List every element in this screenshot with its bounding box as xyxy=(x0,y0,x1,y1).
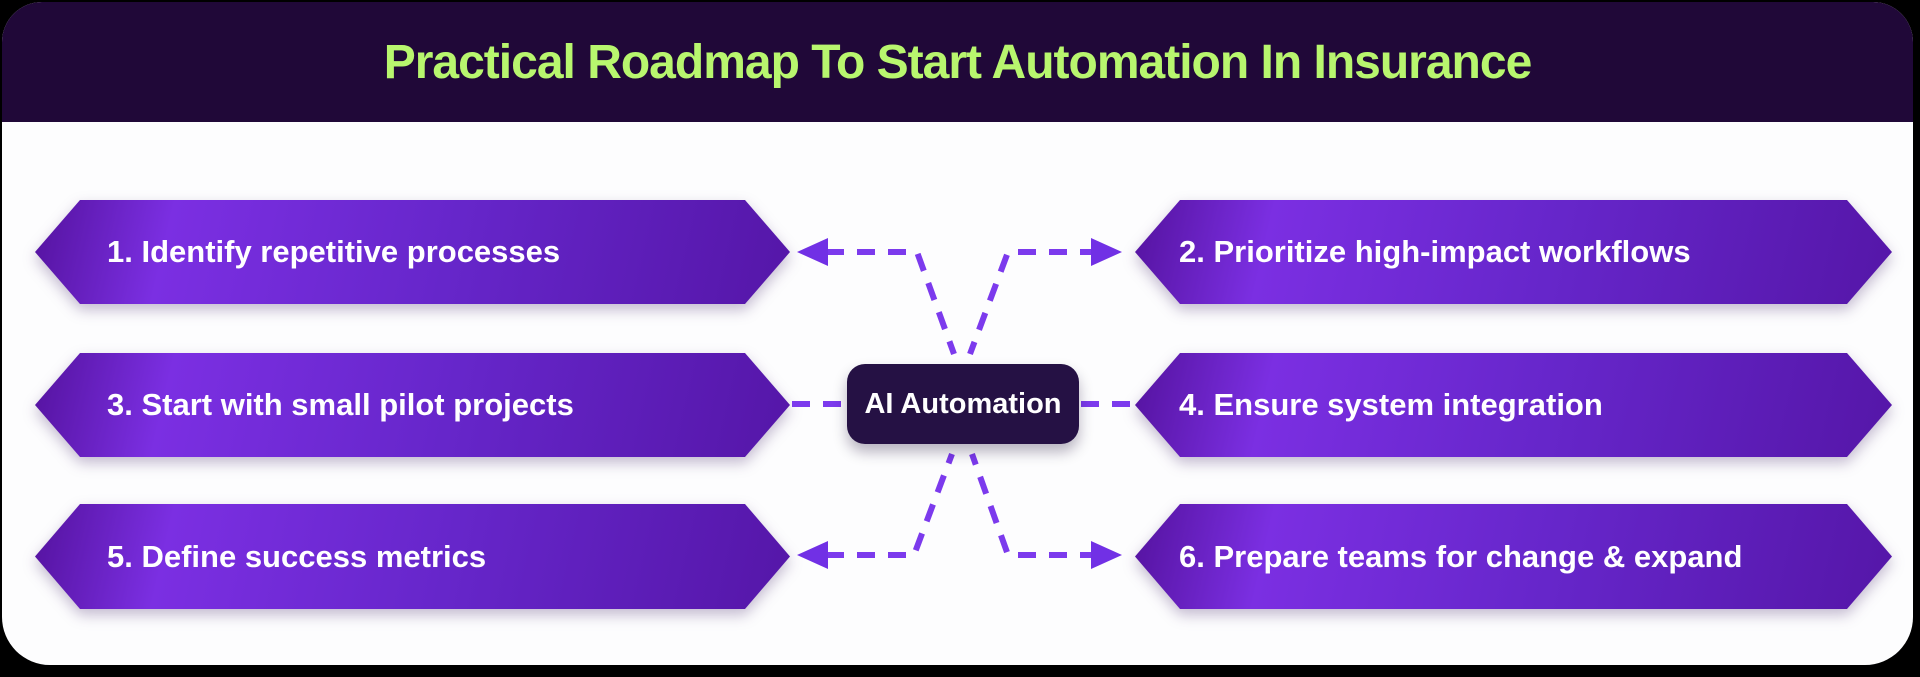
step-1-label: 1. Identify repetitive processes xyxy=(107,234,561,269)
step-banner-4-shape: 4. Ensure system integration xyxy=(1135,353,1892,457)
card: Practical Roadmap To Start Automation In… xyxy=(2,2,1913,665)
connector-top-left xyxy=(826,249,957,356)
step-banner-1: 1. Identify repetitive processes xyxy=(35,200,790,304)
arrowhead-left-top-icon xyxy=(797,238,828,266)
step-banner-5: 5. Define success metrics xyxy=(35,504,790,609)
page-title: Practical Roadmap To Start Automation In… xyxy=(383,35,1533,89)
arrowhead-right-top-icon xyxy=(1091,238,1122,266)
step-banner-1-shape: 1. Identify repetitive processes xyxy=(35,200,790,304)
arrowhead-left-bottom-icon xyxy=(797,541,828,569)
step-banner-5-shape: 5. Define success metrics xyxy=(35,504,790,609)
step-banner-6: 6. Prepare teams for change & expand xyxy=(1135,504,1892,609)
step-6-label: 6. Prepare teams for change & expand xyxy=(1179,538,1743,574)
step-banner-4: 4. Ensure system integration xyxy=(1135,353,1892,457)
connector-bottom-left xyxy=(826,452,955,558)
center-node-label: AI Automation xyxy=(864,387,1062,420)
step-banner-2: 2. Prioritize high-impact workflows xyxy=(1135,200,1892,304)
step-4-label: 4. Ensure system integration xyxy=(1179,387,1603,422)
step-5-label: 5. Define success metrics xyxy=(107,538,487,574)
step-banner-3: 3. Start with small pilot projects xyxy=(35,353,790,457)
header-band: Practical Roadmap To Start Automation In… xyxy=(2,2,1913,122)
step-2-label: 2. Prioritize high-impact workflows xyxy=(1179,234,1691,269)
step-3-label: 3. Start with small pilot projects xyxy=(107,387,574,422)
step-banner-3-shape: 3. Start with small pilot projects xyxy=(35,353,790,457)
connector-top-right xyxy=(967,249,1098,356)
center-node: AI Automation xyxy=(847,364,1079,444)
step-banner-2-shape: 2. Prioritize high-impact workflows xyxy=(1135,200,1892,304)
step-banner-6-shape: 6. Prepare teams for change & expand xyxy=(1135,504,1892,609)
connector-bottom-right xyxy=(969,452,1098,558)
arrowhead-right-bottom-icon xyxy=(1091,541,1122,569)
